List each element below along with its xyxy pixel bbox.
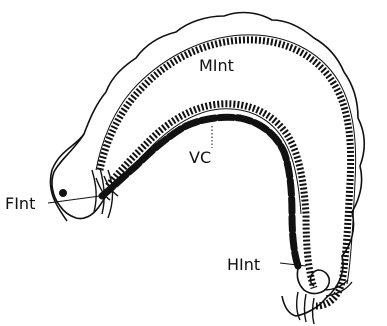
label-midgut: MInt [199, 56, 234, 75]
ventral-vessel [102, 117, 298, 266]
hindgut-leader [280, 263, 306, 266]
label-ventral-channel: VC [189, 148, 211, 167]
midgut-outer-wall [100, 40, 351, 306]
label-foregut: FInt [5, 194, 35, 213]
hindgut-loop [297, 262, 329, 293]
label-hindgut: HInt [227, 255, 260, 274]
tail-stalk [297, 292, 314, 324]
head-dot [59, 189, 67, 197]
midgut-inner-wall [108, 104, 314, 288]
